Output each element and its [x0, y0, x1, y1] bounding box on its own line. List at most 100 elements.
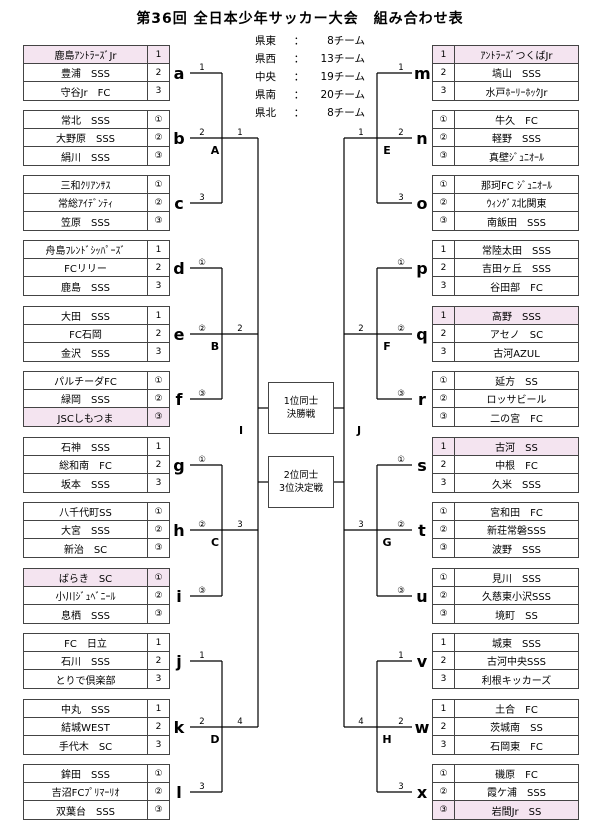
team-name: 茨城南 SS: [490, 723, 543, 734]
group-letter-h: h: [173, 521, 185, 540]
team-seed: 3: [147, 82, 169, 100]
group-letter-b: b: [173, 129, 185, 148]
team-seed: 3: [147, 736, 169, 754]
team-seed: 1: [433, 634, 455, 651]
team-name: 結城WEST: [61, 723, 110, 734]
team-seed: 1: [433, 46, 455, 63]
team-name: 磯原 FC: [495, 770, 538, 781]
team-seed: ③: [147, 212, 169, 230]
team-name: 新荘常磐SSS: [486, 526, 547, 537]
team-name: 石岡東 FC: [490, 741, 543, 753]
team-name: FC 日立: [64, 639, 107, 650]
team-name: 那珂FC ｼﾞｭﾆｵｰﾙ: [481, 181, 552, 192]
path-label: ①: [397, 258, 405, 268]
team-name: FCリリー: [64, 264, 107, 275]
team-seed: ②: [147, 390, 169, 407]
team-seed: ③: [147, 147, 169, 165]
team-name: 古河中央SSS: [486, 657, 547, 668]
team-name: 二の宮 FC: [490, 413, 543, 425]
team-seed: ①: [433, 569, 455, 586]
team-seed: 1: [147, 46, 169, 63]
path-label: 1: [358, 128, 364, 138]
team-name: 吉田ヶ丘 SSS: [481, 264, 552, 275]
path-label: 3: [398, 193, 404, 203]
block-label-C: C: [210, 536, 220, 549]
path-label: 2: [358, 324, 364, 334]
group-letter-q: q: [416, 325, 428, 344]
path-label: ②: [397, 324, 405, 334]
team-count-row: 県北：8チーム: [255, 104, 365, 122]
block-label-G: G: [382, 536, 392, 549]
third-place-box: 2位同士 3位決定戦: [268, 456, 334, 508]
team-seed: 3: [147, 343, 169, 361]
team-seed: 2: [433, 259, 455, 276]
team-row: 2 吉田ヶ丘 SSS: [433, 259, 578, 277]
team-seed: ③: [147, 408, 169, 426]
team-count-row: 県東：8チーム: [255, 32, 365, 50]
team-name: 利根キッカーズ: [481, 675, 552, 687]
team-name: 坂本 SSS: [60, 479, 111, 491]
page-title: 第36回 全日本少年サッカー大会 組み合わせ表: [136, 11, 464, 27]
team-seed: ②: [433, 390, 455, 407]
team-seed: 2: [433, 652, 455, 669]
team-name: 三和ｸﾘｱﾝｻｽ: [60, 181, 111, 192]
team-name: 宮和田 FC: [490, 508, 543, 519]
team-name: 谷田部 FC: [490, 282, 543, 294]
team-seed: 1: [433, 307, 455, 324]
team-name: JSCしもつま: [57, 413, 114, 425]
team-seed: 1: [433, 241, 455, 258]
team-seed: 3: [147, 670, 169, 688]
team-name: 石神 SSS: [60, 443, 111, 454]
team-name: 牛久 FC: [495, 116, 538, 127]
team-name: 高野 SSS: [491, 312, 542, 323]
team-seed: ②: [147, 587, 169, 604]
team-seed: ②: [147, 129, 169, 146]
team-name: 中根 FC: [495, 461, 538, 472]
block-label-D: D: [210, 733, 220, 746]
team-seed: 2: [433, 718, 455, 735]
team-name: とりで倶楽部: [55, 675, 116, 687]
team-name: ｳｨﾝｸﾞｽ北関東: [486, 199, 547, 210]
team-seed: ①: [433, 176, 455, 193]
team-name: 大野原 SSS: [55, 134, 116, 145]
group-letter-f: f: [175, 390, 183, 409]
team-name: 古河AZUL: [493, 348, 540, 360]
team-seed: ①: [147, 111, 169, 128]
team-seed: 1: [147, 700, 169, 717]
path-label: 2: [398, 128, 404, 138]
third-line1: 2位同士: [283, 470, 319, 481]
team-seed: ①: [147, 503, 169, 520]
path-label: ①: [397, 455, 405, 465]
path-label: 2: [398, 717, 404, 727]
group-letter-i: i: [176, 587, 182, 606]
team-seed: ③: [147, 539, 169, 557]
